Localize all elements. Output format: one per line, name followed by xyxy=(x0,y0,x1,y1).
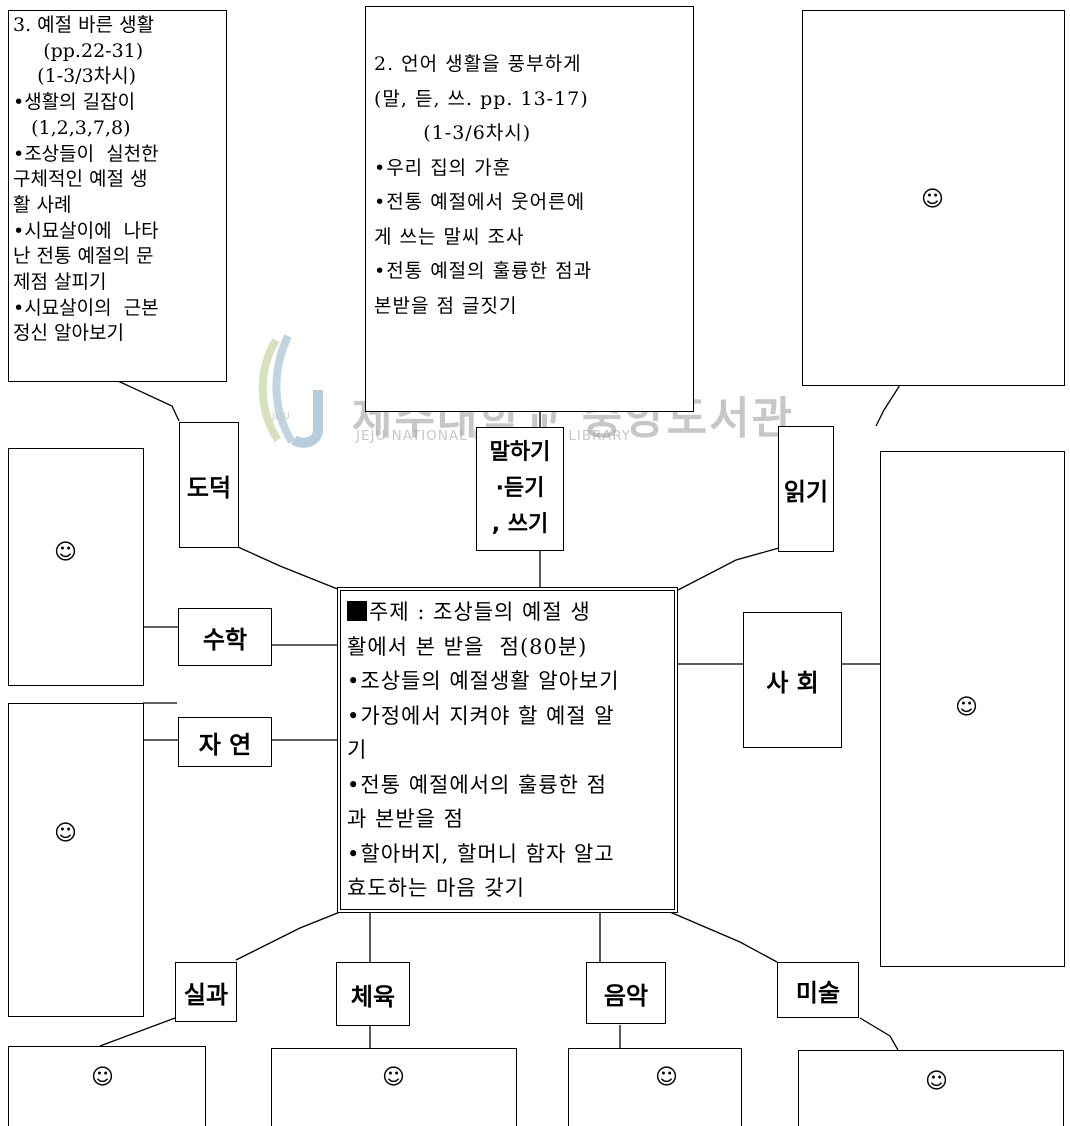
label-text: 체육 xyxy=(350,982,396,1011)
smiley-icon: ☺ xyxy=(921,187,944,212)
label-text: 실과 xyxy=(183,980,229,1009)
moral-line: 정신 알아보기 xyxy=(13,322,124,345)
reading-content-box: ☺ xyxy=(802,10,1065,386)
label-text: , 쓰기 xyxy=(491,512,549,537)
smiley-icon: ☺ xyxy=(54,540,77,565)
language-line: •우리 집의 가훈 xyxy=(374,156,512,179)
topic-line: 효도하는 마음 갖기 xyxy=(347,876,525,900)
math-content-box: ☺ xyxy=(8,448,144,686)
smiley-icon: ☺ xyxy=(655,1065,678,1090)
moral-line: 난 전통 예절의 문 xyxy=(13,245,154,268)
topic-line: •가정에서 지켜야 할 예절 알 xyxy=(347,703,615,728)
label-text: 수학 xyxy=(202,625,248,654)
language-line: (1-3/6차시) xyxy=(374,122,532,144)
practical-content-box: ☺ xyxy=(8,1046,206,1126)
moral-content-box: 3. 예절 바른 생활 (pp.22-31) (1-3/3차시) •생활의 길잡… xyxy=(8,10,227,382)
music-content-box: ☺ xyxy=(568,1048,742,1126)
topic-line: 과 본받을 점 xyxy=(347,807,464,831)
moral-line: (1,2,3,7,8) xyxy=(13,116,131,139)
label-reading: 읽기 xyxy=(778,426,834,552)
label-text: 사 회 xyxy=(766,668,819,697)
label-math: 수학 xyxy=(178,608,272,666)
smiley-icon: ☺ xyxy=(54,821,77,846)
topic-line: •할아버지, 할머니 함자 알고 xyxy=(347,841,615,866)
moral-line: 활 사례 xyxy=(13,193,72,216)
topic-line: •전통 예절에서의 훌륭한 점 xyxy=(347,772,607,797)
smiley-icon: ☺ xyxy=(955,695,978,720)
label-speaking: 말하기 ·듣기 , 쓰기 xyxy=(476,427,564,551)
art-content-box: ☺ xyxy=(798,1050,1064,1126)
label-text: ·듣기 xyxy=(495,476,545,501)
language-line: •전통 예절에서 웃어른에 xyxy=(374,191,586,213)
moral-line: (pp.22-31) xyxy=(13,39,144,62)
science-content-box: ☺ xyxy=(8,703,144,1017)
topic-line: 기 xyxy=(347,738,368,762)
moral-line: 구체적인 예절 생 xyxy=(13,168,148,191)
moral-line: •시묘살이에 나타 xyxy=(13,219,159,242)
label-text: 도덕 xyxy=(186,473,232,502)
label-text: 읽기 xyxy=(783,477,829,506)
library-logo-icon xyxy=(258,334,323,448)
moral-line: 제점 살피기 xyxy=(13,271,107,294)
smiley-icon: ☺ xyxy=(925,1069,948,1094)
language-line: (말, 듣, 쓰. pp. 13-17) xyxy=(374,87,589,110)
moral-line: 3. 예절 바른 생활 xyxy=(13,14,155,36)
label-social: 사 회 xyxy=(743,612,842,748)
label-pe: 체육 xyxy=(336,962,410,1026)
language-line: •전통 예절의 훌륭한 점과 xyxy=(374,260,593,282)
moral-line: •조상들이 실천한 xyxy=(13,142,159,165)
square-bullet-icon xyxy=(347,601,367,621)
topic-line: •조상들의 예절생활 알아보기 xyxy=(347,669,620,693)
label-text: 말하기 xyxy=(489,440,551,465)
label-text: 미술 xyxy=(795,978,841,1007)
label-practical: 실과 xyxy=(175,962,237,1022)
pe-content-box: ☺ xyxy=(271,1048,517,1126)
topic-title: 주제 : 조상들의 예절 생 xyxy=(369,600,591,624)
language-line: 본받을 점 글짓기 xyxy=(374,294,518,317)
watermark-logo: JEJU xyxy=(248,330,338,450)
smiley-icon: ☺ xyxy=(382,1065,405,1090)
language-line: 2. 언어 생활을 풍부하게 xyxy=(374,53,582,75)
smiley-icon: ☺ xyxy=(91,1065,114,1090)
moral-line: (1-3/3차시) xyxy=(13,65,137,88)
topic-line: 주제 : 조상들의 예절 생 xyxy=(347,595,668,630)
moral-line: •생활의 길잡이 xyxy=(13,91,136,114)
label-text: 자 연 xyxy=(198,730,252,759)
language-line: 게 쓰는 말씨 조사 xyxy=(374,225,525,248)
central-topic-box: 주제 : 조상들의 예절 생 활에서 본 받을 점(80분) •조상들의 예절생… xyxy=(337,587,678,913)
logo-text: JEJU xyxy=(272,412,290,422)
topic-line: 활에서 본 받을 점(80분) xyxy=(347,634,588,659)
label-music: 음악 xyxy=(586,962,666,1024)
label-science: 자 연 xyxy=(178,717,272,767)
moral-line: •시묘살이의 근본 xyxy=(13,296,159,319)
social-content-box: ☺ xyxy=(880,451,1065,967)
label-moral: 도덕 xyxy=(179,422,239,548)
language-content-box: 2. 언어 생활을 풍부하게 (말, 듣, 쓰. pp. 13-17) (1-3… xyxy=(365,6,694,412)
label-text: 음악 xyxy=(603,981,649,1010)
label-art: 미술 xyxy=(777,962,859,1018)
